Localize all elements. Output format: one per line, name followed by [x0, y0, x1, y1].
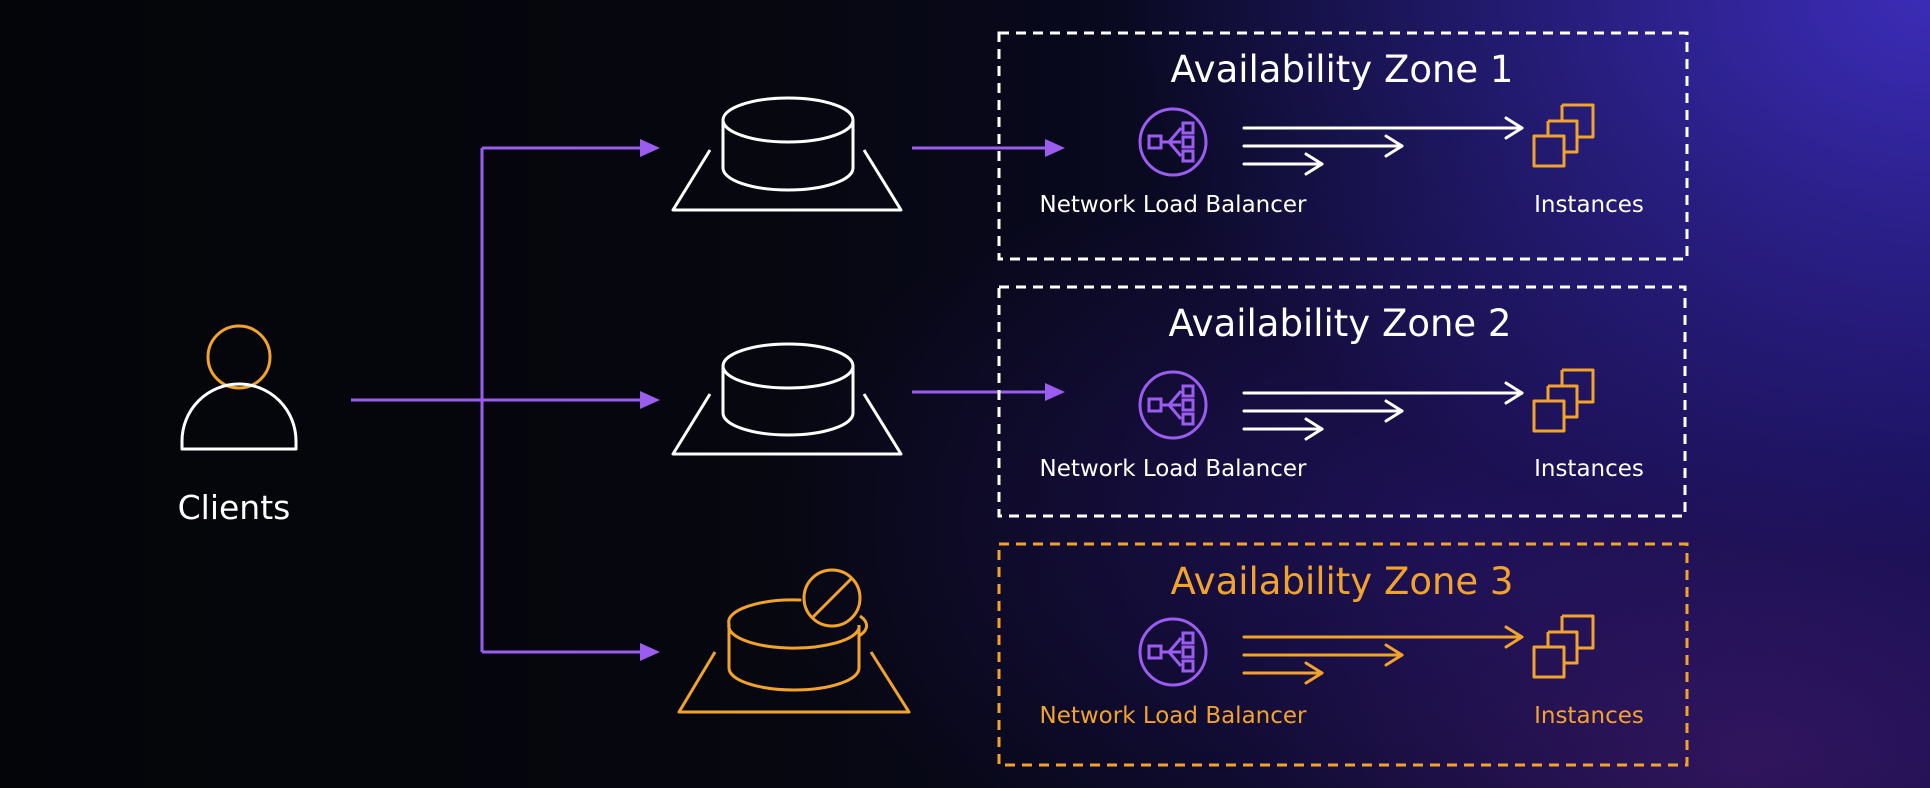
endpoint-1 [671, 96, 903, 212]
availability-zone-2: Availability Zone 2 Network Load Balance… [997, 285, 1687, 518]
zone-boundary [997, 542, 1689, 767]
network-load-balancer-icon [1138, 107, 1208, 177]
endpoint-icon [671, 96, 903, 212]
blocked-icon [802, 568, 862, 628]
arrowhead-endpoint-3 [640, 643, 660, 661]
zone-title: Availability Zone 2 [1169, 302, 1512, 345]
instances-icon [1532, 103, 1595, 168]
arrowhead-nlb-1 [1045, 139, 1065, 157]
zone-title: Availability Zone 1 [1171, 48, 1514, 91]
instances-label: Instances [1534, 703, 1644, 729]
endpoint-blocked-icon [677, 568, 911, 714]
arrowhead-nlb-2 [1045, 383, 1065, 401]
traffic-arrows [1242, 625, 1524, 685]
traffic-arrows [1242, 116, 1524, 176]
client-connectors [351, 146, 645, 654]
load-balancer-label: Network Load Balancer [1039, 192, 1307, 218]
arrowhead-endpoint-1 [640, 139, 660, 157]
network-load-balancer-icon [1138, 370, 1208, 440]
instances-label: Instances [1534, 456, 1644, 482]
client-arrowheads [640, 139, 660, 661]
zone-title: Availability Zone 3 [1171, 560, 1514, 603]
zone-boundary [997, 285, 1687, 518]
availability-zone-3: Availability Zone 3 Network Load Balance… [997, 542, 1689, 767]
network-load-balancer-icon [1138, 617, 1208, 687]
instances-label: Instances [1534, 192, 1644, 218]
client-node: Clients [178, 324, 298, 527]
clients-label: Clients [178, 488, 291, 527]
endpoint-icon [671, 342, 903, 456]
zone-boundary [997, 31, 1689, 261]
load-balancer-label: Network Load Balancer [1039, 703, 1307, 729]
user-icon [180, 324, 298, 451]
traffic-arrows [1242, 381, 1524, 441]
arrowhead-endpoint-2 [640, 391, 660, 409]
endpoint-2 [671, 342, 903, 456]
load-balancer-label: Network Load Balancer [1039, 456, 1307, 482]
instances-icon [1532, 368, 1595, 433]
endpoint-3 [677, 568, 911, 714]
availability-zone-1: Availability Zone 1 Network Load Balance… [997, 31, 1689, 261]
instances-icon [1532, 614, 1595, 679]
endpoint-to-nlb-connectors [912, 139, 1065, 401]
